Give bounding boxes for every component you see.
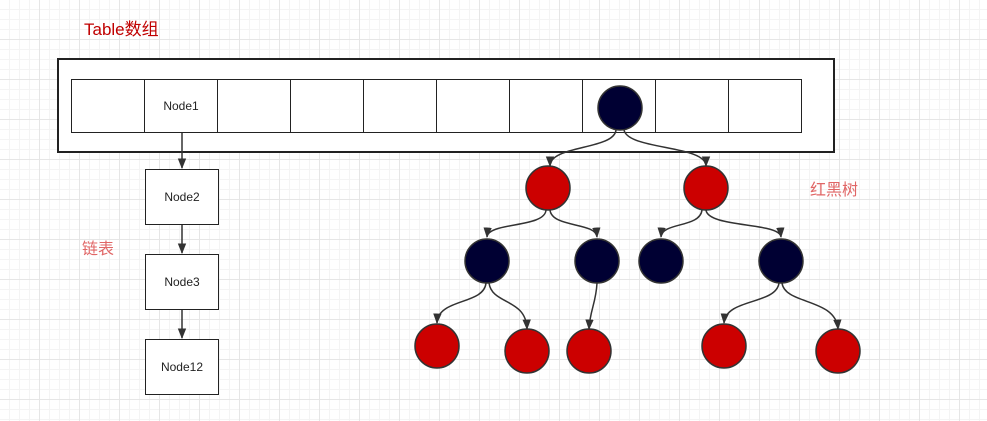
- array-cell-6: [509, 79, 583, 133]
- tree-node-black-rr: [758, 238, 804, 284]
- tree-edge-ll-b: [488, 282, 531, 331]
- array-cell-8: [655, 79, 729, 133]
- array-cell-3: [290, 79, 364, 133]
- tree-node-black-ll: [464, 238, 510, 284]
- tree-node-red-lrl: [566, 328, 612, 374]
- tree-node-red-lll: [414, 323, 460, 369]
- array-cell-0: [71, 79, 145, 133]
- tree-node-red-rrr: [815, 328, 861, 374]
- table-array-title: Table数组: [84, 20, 159, 39]
- tree-edge-r-rl: [657, 209, 703, 239]
- tree-node-black-rl: [638, 238, 684, 284]
- tree-node-red-l: [525, 165, 571, 211]
- array-cell-5: [436, 79, 510, 133]
- list-node-node12: Node12: [145, 339, 219, 395]
- tree-edge-l-ll: [483, 209, 547, 239]
- red-black-tree-label: 红黑树: [810, 182, 859, 199]
- array-cell-node1: Node1: [144, 79, 218, 133]
- tree-edge-l-lr: [549, 209, 601, 239]
- tree-edge-rr-b: [781, 282, 842, 331]
- tree-node-black-root: [597, 85, 643, 131]
- list-node-node2: Node2: [145, 169, 219, 225]
- tree-edge-root-right: [623, 129, 711, 168]
- tree-node-red-r: [683, 165, 729, 211]
- table-array: Node1: [71, 79, 802, 133]
- tree-node-red-llr: [504, 328, 550, 374]
- tree-edge-ll-a: [433, 282, 487, 325]
- array-cell-4: [363, 79, 437, 133]
- tree-node-black-lr: [574, 238, 620, 284]
- tree-edge-lr-a: [585, 282, 598, 331]
- tree-node-red-rrl: [701, 323, 747, 369]
- list-node-node3: Node3: [145, 254, 219, 310]
- tree-edge-rr-a: [720, 282, 780, 325]
- tree-edge-root-left: [545, 129, 617, 168]
- array-cell-9: [728, 79, 802, 133]
- linked-list-label: 链表: [82, 241, 115, 258]
- tree-edge-r-rr: [705, 209, 785, 239]
